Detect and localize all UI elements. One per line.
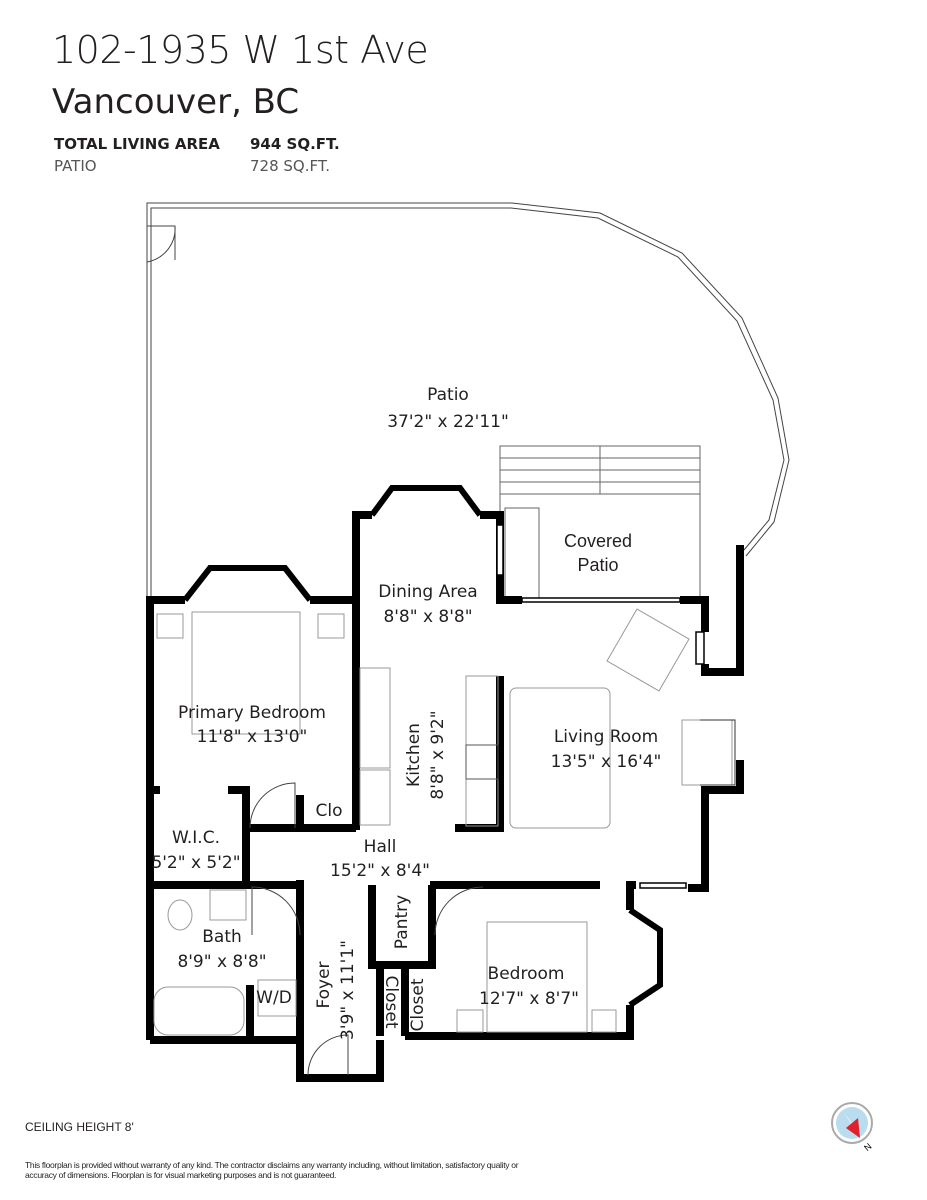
closet-label-2: Closet <box>408 978 428 1031</box>
bed-second <box>486 921 588 1033</box>
covered-patio <box>499 445 701 603</box>
compass-label: N <box>862 1141 873 1153</box>
covered-patio-label-2: Patio <box>577 555 618 575</box>
clo-label: Clo <box>316 801 343 821</box>
area-label: PATIO <box>54 157 97 175</box>
pantry-label: Pantry <box>392 895 412 949</box>
bath-label: Bath <box>202 927 242 947</box>
address-line1: 102-1935 W 1st Ave <box>52 28 429 72</box>
bedroom-label: Bedroom <box>488 964 565 984</box>
disclaimer: This floorplan is provided without warra… <box>25 1160 519 1180</box>
dining-label: Dining Area <box>378 582 477 602</box>
doors <box>249 782 484 1076</box>
bath-dims: 8'9" x 8'8" <box>177 952 266 972</box>
bedroom-dims: 12'7" x 8'7" <box>479 989 579 1009</box>
room-labels: Patio 37'2" x 22'11" Covered Patio Dinin… <box>151 385 661 1040</box>
primary-bedroom-label: Primary Bedroom <box>178 703 326 723</box>
patio-label: Patio <box>427 385 469 405</box>
wic-dims: 5'2" x 5'2" <box>151 853 240 873</box>
bed-primary <box>191 611 301 735</box>
closet-label: Closet <box>381 976 401 1029</box>
wd-label: W/D <box>256 988 292 1008</box>
patio-outline <box>146 202 790 600</box>
windows <box>182 485 705 1008</box>
address-line2: Vancouver, BC <box>52 82 300 122</box>
walls <box>146 511 744 1082</box>
hall-dims: 15'2" x 8'4" <box>330 861 430 881</box>
wic-label: W.I.C. <box>172 828 220 848</box>
patio-dims: 37'2" x 22'11" <box>387 412 509 432</box>
furniture <box>153 608 736 1036</box>
area-value: 944 SQ.FT. <box>250 135 340 153</box>
total-living-area: TOTAL LIVING AREA 944 SQ.FT. <box>54 135 340 153</box>
primary-bedroom-dims: 11'8" x 13'0" <box>197 727 308 747</box>
foyer-dims: 3'9" x 11'1" <box>338 940 358 1040</box>
living-room-label: Living Room <box>554 727 658 747</box>
ceiling-height: CEILING HEIGHT 8' <box>25 1120 134 1134</box>
hall-label: Hall <box>364 837 397 857</box>
area-label: TOTAL LIVING AREA <box>54 135 220 153</box>
patio-area: PATIO 728 SQ.FT. <box>54 157 330 175</box>
foyer-label: Foyer <box>314 961 334 1008</box>
area-value: 728 SQ.FT. <box>250 157 331 175</box>
living-room-dims: 13'5" x 16'4" <box>551 752 662 772</box>
covered-patio-label: Covered <box>564 531 632 551</box>
kitchen-dims: 8'8" x 9'2" <box>428 710 448 799</box>
compass-icon: N <box>831 1102 874 1153</box>
kitchen-label: Kitchen <box>404 723 424 787</box>
dining-dims: 8'8" x 8'8" <box>383 607 472 627</box>
